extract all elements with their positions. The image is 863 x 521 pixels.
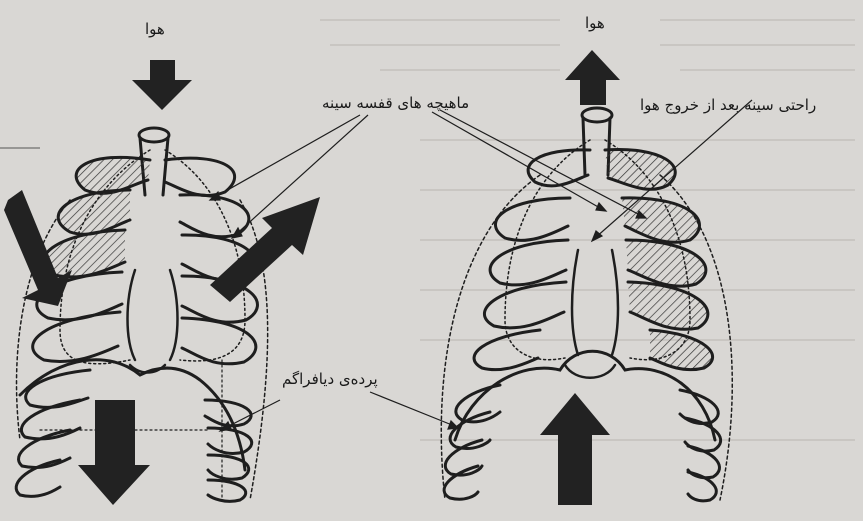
diaphragm-label: پرده‌ی دیافراگم — [282, 370, 378, 388]
trachea-top-left — [139, 128, 169, 142]
air-out-label: هوا — [585, 14, 605, 32]
exhale-arrow-top — [565, 50, 620, 105]
rib-muscles-label: ماهیچه های قفسه سینه — [322, 94, 469, 112]
chest-relax-label: راحتی سینه بعد از خروج هوا — [640, 96, 816, 114]
inhale-arrow-top — [132, 60, 192, 110]
air-in-label: هوا — [145, 20, 165, 38]
diaphragm-arrow-up — [540, 393, 610, 505]
ribcage-inhale — [16, 128, 267, 501]
sternum-left — [128, 270, 178, 360]
trachea-right — [583, 118, 610, 175]
trachea-top-right — [582, 108, 612, 122]
diaphragm-arrow-down — [78, 400, 150, 505]
